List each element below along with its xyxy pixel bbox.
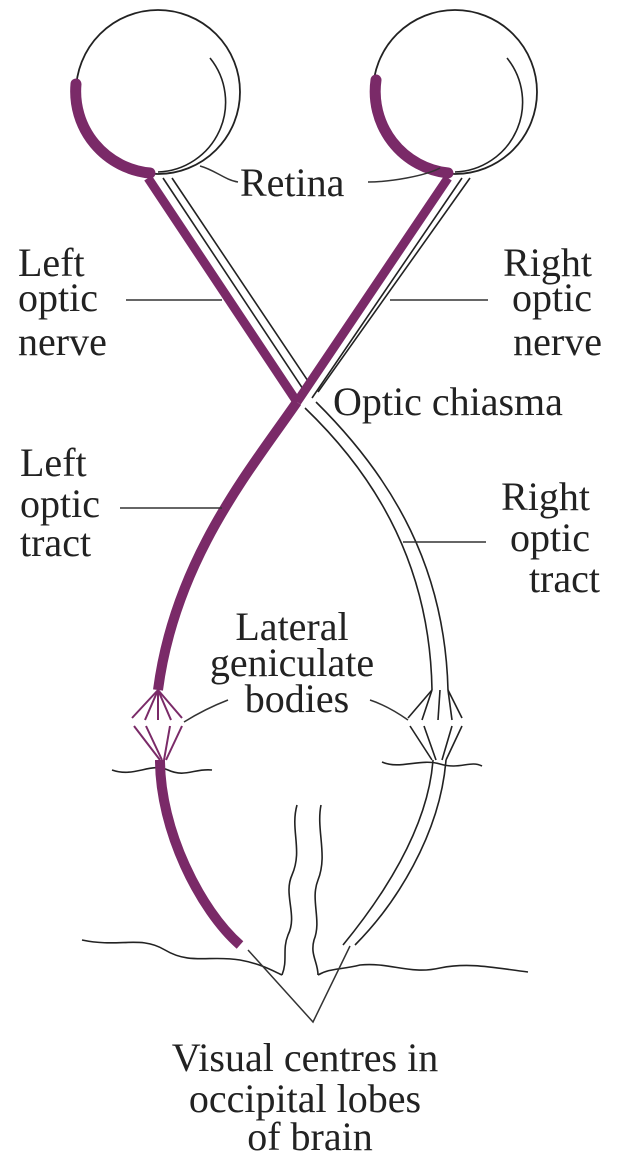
right-optic-tract-label: Right optic tract <box>501 474 600 601</box>
left-optic-nerve-fibres <box>148 178 310 402</box>
right-lateral-geniculate-body <box>408 690 462 760</box>
left-optic-nerve-line-3: nerve <box>18 319 107 364</box>
visual-centres-line-3: of brain <box>247 1114 373 1158</box>
left-occipital-outline <box>82 940 282 975</box>
left-optic-tract-line-1: Left <box>20 440 87 485</box>
longitudinal-fissure <box>282 805 322 975</box>
visual-centres-label: Visual centres in occipital lobes of bra… <box>172 1035 448 1158</box>
right-eye <box>373 10 537 174</box>
right-optic-tract-line-2: optic <box>510 515 590 560</box>
left-optic-nerve-label: Left optic nerve <box>18 240 108 364</box>
optic-chiasma-label: Optic chiasma <box>333 379 563 424</box>
left-optic-tract-label: Left optic tract <box>20 440 110 565</box>
right-optic-radiation <box>343 760 446 945</box>
left-optic-tract-line-3: tract <box>20 520 91 565</box>
right-optic-nerve-label: Right optic nerve <box>503 240 602 364</box>
lateral-geniculate-bodies-label: Lateral geniculate bodies <box>210 604 384 721</box>
right-optic-nerve-fibres <box>297 178 470 402</box>
right-optic-tract-line-3: tract <box>529 556 600 601</box>
right-occipital-outline <box>318 965 528 975</box>
right-optic-nerve-line-2: optic <box>512 275 592 320</box>
left-eye <box>76 10 240 174</box>
right-optic-tract-line-1: Right <box>501 474 590 519</box>
lateral-geniculate-line-3: bodies <box>245 676 349 721</box>
left-optic-nerve-line-2: optic <box>18 275 98 320</box>
retina-label: Retina <box>240 160 345 205</box>
left-optic-radiation <box>160 760 240 945</box>
right-optic-nerve-line-3: nerve <box>513 319 602 364</box>
leader-lines <box>120 166 488 1022</box>
left-lateral-geniculate-body <box>132 690 182 760</box>
visual-centres-line-1: Visual centres in <box>172 1035 438 1080</box>
